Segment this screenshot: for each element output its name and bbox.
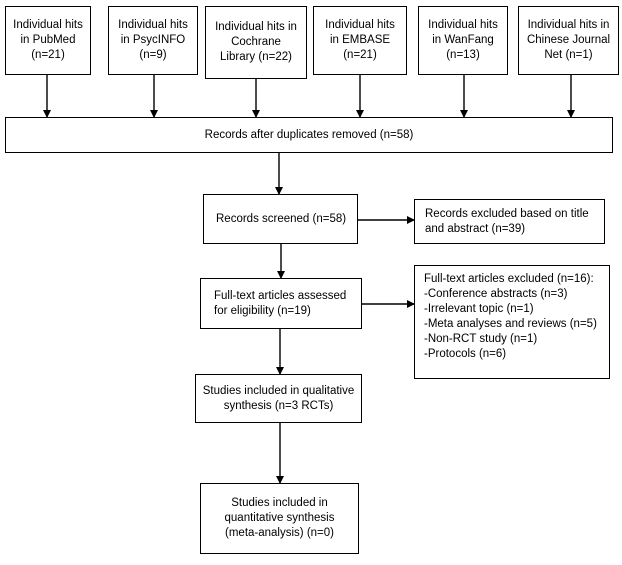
screened-line-1: Records screened (n=58) <box>216 212 347 225</box>
dedup-line-1: Records after duplicates removed (n=58) <box>204 128 414 141</box>
wanfang-line-2: in WanFang <box>432 34 494 46</box>
quantitative-line-1: Studies included in <box>231 497 328 509</box>
quantitative-line-2: quantitative synthesis <box>224 512 335 524</box>
cnki-line-3: Net (n=1) <box>544 49 593 61</box>
quantitative-synthesis-box: Studies included in quantitative synthes… <box>200 483 359 554</box>
pubmed-line-1: Individual hits <box>13 19 83 31</box>
cochrane-line-1: Individual hits in <box>215 21 297 33</box>
excluded-reason-irrelevant: -Irrelevant topic (n=1) <box>424 303 534 315</box>
source-box-cochrane: Individual hits in Cochrane Library (n=2… <box>205 6 307 79</box>
pubmed-line-3: (n=21) <box>31 49 65 61</box>
excluded-screen-line-2: and abstract (n=39) <box>425 222 526 235</box>
psycinfo-line-3: (n=9) <box>139 49 167 61</box>
source-box-wanfang: Individual hits in WanFang (n=13) <box>418 6 508 75</box>
source-box-chinese-journal-net: Individual hits in Chinese Journal Net (… <box>518 6 619 75</box>
cochrane-line-3: Library (n=22) <box>220 51 292 63</box>
records-screened-box: Records screened (n=58) <box>203 194 358 244</box>
pubmed-line-2: in PubMed <box>20 34 76 46</box>
fulltext-assessed-box: Full-text articles assessed for eligibil… <box>200 278 362 329</box>
cnki-line-1: Individual hits in <box>527 19 610 31</box>
source-box-embase: Individual hits in EMBASE (n=21) <box>313 6 407 75</box>
wanfang-line-3: (n=13) <box>446 49 480 61</box>
quantitative-line-3: (meta-analysis) (n=0) <box>225 527 334 539</box>
psycinfo-line-1: Individual hits <box>118 19 188 31</box>
wanfang-line-1: Individual hits <box>428 19 498 31</box>
embase-line-1: Individual hits <box>325 19 395 31</box>
qualitative-line-2: synthesis (n=3 RCTs) <box>223 399 334 412</box>
cnki-line-2: Chinese Journal <box>526 34 611 46</box>
excluded-screen-line-1: Records excluded based on title <box>425 207 589 220</box>
fulltext-excluded-heading: Full-text articles excluded (n=16): <box>424 273 594 285</box>
source-box-pubmed: Individual hits in PubMed (n=21) <box>5 6 91 75</box>
qualitative-line-1: Studies included in qualitative <box>202 384 355 397</box>
source-box-psycinfo: Individual hits in PsycINFO (n=9) <box>108 6 198 75</box>
cochrane-line-2: Cochrane <box>231 36 281 48</box>
fulltext-excluded-box: Full-text articles excluded (n=16): -Con… <box>414 265 610 379</box>
records-excluded-screening-box: Records excluded based on title and abst… <box>414 199 605 244</box>
embase-line-2: in EMBASE <box>329 34 391 46</box>
excluded-reason-protocols: -Protocols (n=6) <box>424 348 507 360</box>
qualitative-synthesis-box: Studies included in qualitative synthesi… <box>195 374 362 423</box>
excluded-reason-conference: -Conference abstracts (n=3) <box>424 288 568 300</box>
fulltext-line-1: Full-text articles assessed <box>214 289 347 302</box>
excluded-reason-non-rct: -Non-RCT study (n=1) <box>424 333 538 345</box>
fulltext-line-2: for eligibility (n=19) <box>214 304 311 317</box>
embase-line-3: (n=21) <box>343 49 377 61</box>
excluded-reason-meta-analyses: -Meta analyses and reviews (n=5) <box>424 318 597 330</box>
dedup-records-box: Records after duplicates removed (n=58) <box>5 117 613 153</box>
psycinfo-line-2: in PsycINFO <box>120 34 186 46</box>
